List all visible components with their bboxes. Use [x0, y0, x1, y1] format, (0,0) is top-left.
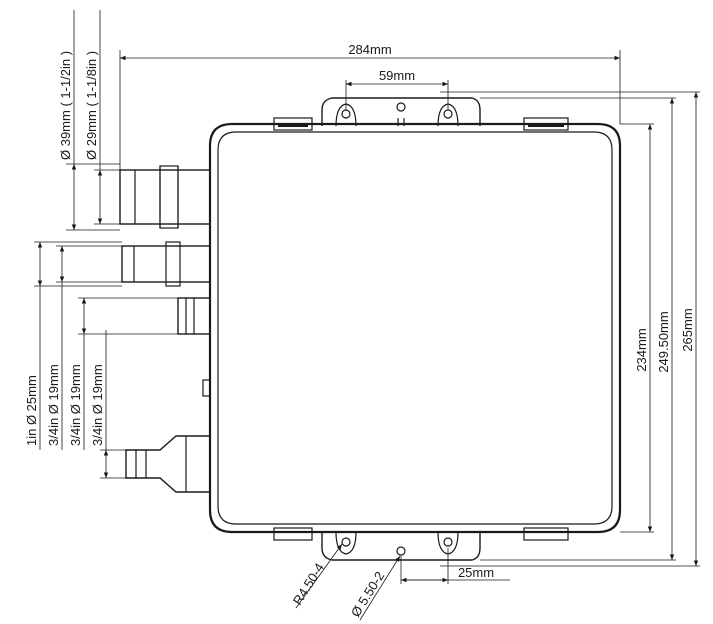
port-side-tab	[202, 379, 211, 397]
label-port-1: Ø 39mm ( 1-1/2in )	[58, 51, 73, 160]
box-body	[208, 122, 622, 534]
label-bracket-spacing: 59mm	[379, 68, 415, 83]
label-body-height: 234mm	[634, 328, 649, 371]
label-port-2: Ø 29mm ( 1-1/8in )	[84, 51, 99, 160]
label-port-6: 3/4in Ø 19mm	[90, 364, 105, 446]
label-overall-height: 265mm	[680, 308, 695, 351]
label-overall-width: 284mm	[348, 42, 391, 57]
label-port-3: 1in Ø 25mm	[24, 375, 39, 446]
bottom-mounting-bracket	[321, 531, 481, 561]
dim-port-3	[34, 241, 122, 450]
label-slot-radius: R4.50-4	[290, 560, 327, 607]
dim-overall-height	[440, 91, 700, 567]
label-bracket-height: 249.50mm	[656, 311, 671, 372]
port-2	[121, 241, 211, 287]
label-port-5: 3/4in Ø 19mm	[68, 364, 83, 446]
dim-port-5	[78, 297, 178, 450]
label-port-4: 3/4in Ø 19mm	[46, 364, 61, 446]
dim-port-6	[100, 330, 126, 479]
dim-port-1	[66, 10, 120, 231]
dim-port-2	[94, 10, 120, 225]
leader-hole-diameter	[359, 555, 401, 621]
top-mounting-bracket	[321, 97, 481, 127]
dim-body-height	[620, 123, 654, 533]
port-3	[177, 297, 211, 335]
leader-slot-radius	[295, 543, 343, 609]
dim-hole-offset	[400, 548, 510, 584]
label-hole-offset: 25mm	[458, 565, 494, 580]
port-1	[119, 165, 211, 229]
dim-bracket-spacing	[345, 80, 449, 110]
corner-clips	[273, 117, 569, 541]
dim-overall-width	[119, 50, 621, 170]
dim-port-4	[56, 245, 122, 450]
port-4	[125, 435, 211, 493]
label-hole-diameter: Ø 5.50-2	[348, 569, 388, 620]
dim-bracket-height	[480, 97, 676, 561]
